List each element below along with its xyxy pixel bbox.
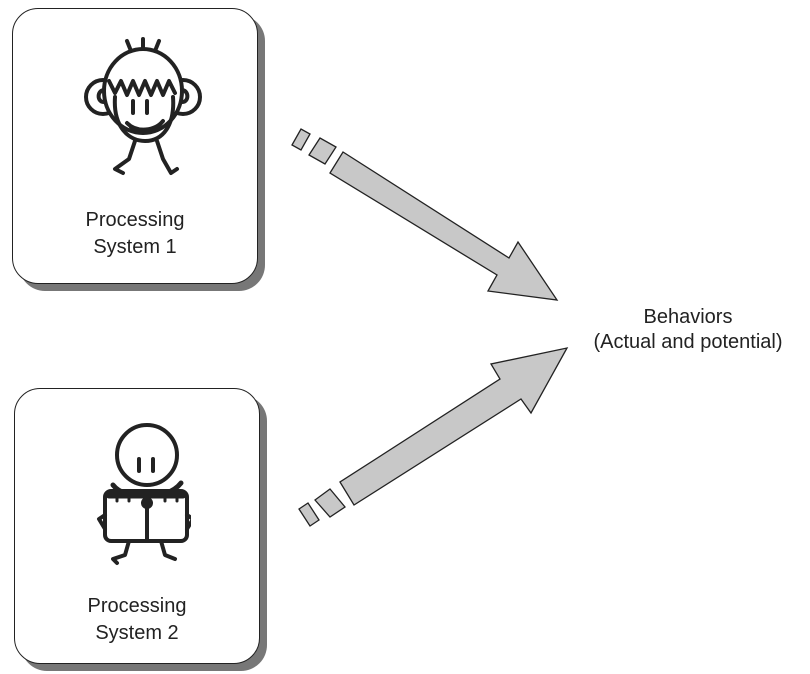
behaviors-line1: Behaviors bbox=[643, 306, 733, 328]
processing-system-1-label: Processing System 1 bbox=[13, 207, 257, 261]
arrow1-dash-medium bbox=[308, 137, 337, 165]
behaviors-line2: (Actual and potential) bbox=[593, 331, 783, 353]
arrow2-dash-medium bbox=[314, 488, 346, 518]
arrow1-body bbox=[329, 151, 559, 301]
node2-line2: System 2 bbox=[95, 622, 179, 644]
robot-character-icon bbox=[97, 423, 191, 565]
behaviors-label: Behaviors (Actual and potential) bbox=[576, 305, 800, 355]
processing-system-2-label: Processing System 2 bbox=[15, 593, 259, 647]
arrow1-dash-small bbox=[291, 128, 311, 151]
processing-system-1-box: Processing System 1 bbox=[12, 8, 258, 284]
processing-system-2-box: Processing System 2 bbox=[14, 388, 260, 664]
arrow2-body bbox=[339, 347, 569, 506]
arrow-system1-to-behaviors bbox=[291, 128, 559, 301]
monkey-character-icon bbox=[84, 37, 202, 175]
arrow2-dash-small bbox=[298, 502, 320, 527]
node2-line1: Processing bbox=[87, 595, 187, 617]
node1-line2: System 1 bbox=[93, 236, 177, 258]
arrow-system2-to-behaviors bbox=[298, 347, 569, 527]
node1-line1: Processing bbox=[85, 209, 185, 231]
